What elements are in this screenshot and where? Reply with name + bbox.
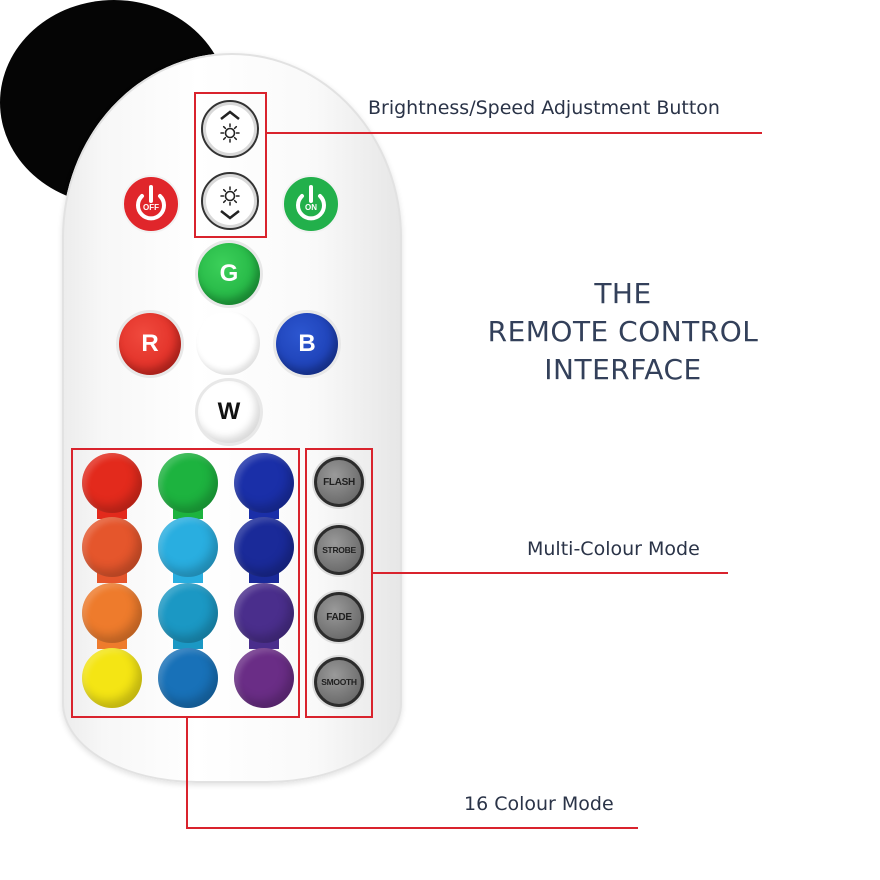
mode-button-strobe[interactable]: STROBE [314, 525, 364, 575]
green-button[interactable]: G [198, 243, 260, 305]
sixteen-colour-annotation: 16 Colour Mode [464, 793, 614, 815]
brightness-up-icon [220, 110, 240, 143]
power-off-icon [122, 175, 180, 233]
brightness-highlight-box [194, 92, 267, 238]
colour-button[interactable] [234, 648, 294, 708]
title-line-1: THE [594, 277, 652, 310]
brightness-up-button[interactable] [201, 100, 259, 158]
power-on-label: ON [305, 203, 317, 212]
power-on-button[interactable]: ON [281, 174, 341, 234]
sixteen-colour-callout-line [186, 827, 638, 829]
colour-button[interactable] [158, 517, 218, 577]
colour-button[interactable] [82, 453, 142, 513]
title-line-2: REMOTE CONTROL [487, 315, 759, 348]
multi-colour-callout-line [372, 572, 728, 574]
mode-button-label: FLASH [323, 476, 355, 488]
red-button-label: R [141, 330, 159, 357]
colour-button[interactable] [234, 453, 294, 513]
red-button[interactable]: R [119, 313, 181, 375]
center-button[interactable] [196, 311, 260, 375]
mode-button-label: FADE [326, 611, 352, 623]
brightness-annotation: Brightness/Speed Adjustment Button [368, 97, 720, 119]
sixteen-colour-callout-vertical [186, 717, 188, 828]
brightness-down-icon [220, 186, 240, 220]
power-on-icon [282, 175, 340, 233]
mode-button-smooth[interactable]: SMOOTH [314, 657, 364, 707]
mode-button-label: STROBE [322, 545, 356, 555]
white-button-label: W [217, 398, 241, 425]
multi-colour-highlight-box [305, 448, 373, 718]
colour-button[interactable] [82, 517, 142, 577]
colour-button[interactable] [234, 517, 294, 577]
colour-button[interactable] [234, 583, 294, 643]
power-off-label: OFF [143, 203, 159, 212]
blue-button[interactable]: B [276, 313, 338, 375]
colour-button[interactable] [82, 583, 142, 643]
mode-button-flash[interactable]: FLASH [314, 457, 364, 507]
colour-button[interactable] [158, 648, 218, 708]
colour-button[interactable] [158, 453, 218, 513]
green-button-label: G [219, 260, 239, 287]
colour-button[interactable] [158, 583, 218, 643]
page-title: THE REMOTE CONTROL INTERFACE [478, 275, 768, 389]
title-line-3: INTERFACE [544, 353, 702, 386]
brightness-down-button[interactable] [201, 172, 259, 230]
sixteen-colour-highlight-box [71, 448, 300, 718]
white-button[interactable]: W [198, 381, 260, 443]
brightness-callout-line [266, 132, 762, 134]
mode-button-fade[interactable]: FADE [314, 592, 364, 642]
power-off-button[interactable]: OFF [121, 174, 181, 234]
blue-button-label: B [298, 330, 316, 357]
mode-button-label: SMOOTH [321, 677, 357, 687]
multi-colour-annotation: Multi-Colour Mode [527, 538, 700, 560]
colour-button[interactable] [82, 648, 142, 708]
